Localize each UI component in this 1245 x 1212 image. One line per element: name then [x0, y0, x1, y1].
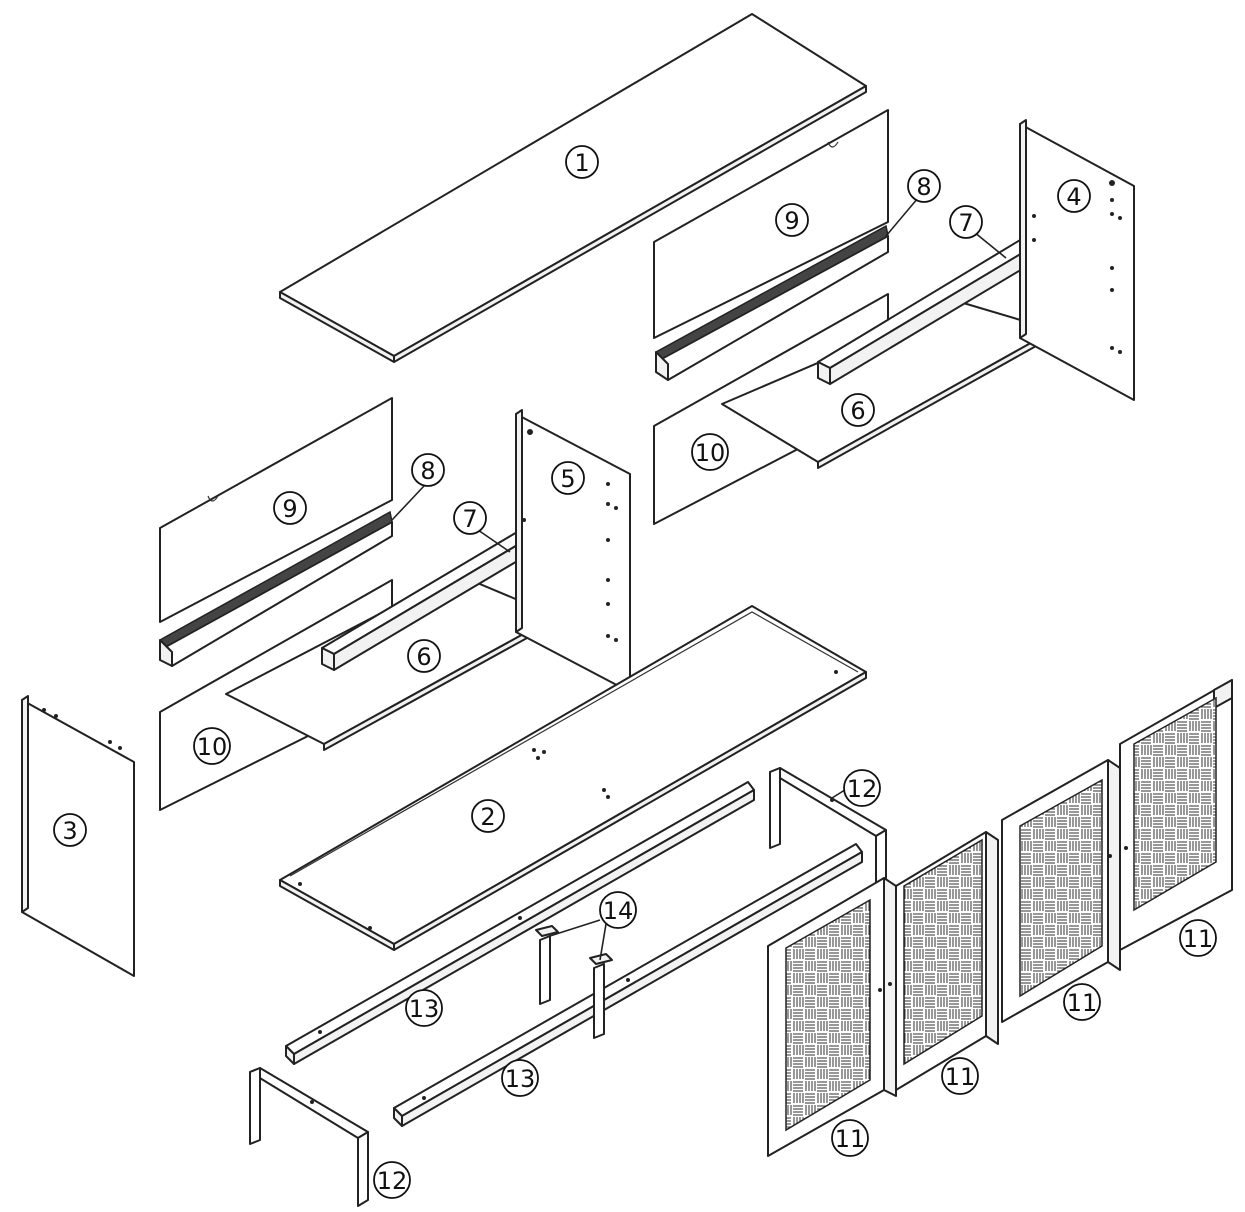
svg-text:4: 4 — [1066, 183, 1081, 211]
callout-part-12-lower: 12 — [373, 1161, 411, 1199]
part-13-rail-upper — [285, 781, 755, 1065]
svg-text:5: 5 — [560, 465, 575, 493]
svg-text:3: 3 — [62, 817, 77, 845]
callout-part-11-c: 11 — [941, 1057, 979, 1095]
callout-part-5: 5 — [551, 461, 585, 495]
callout-part-12-upper: 12 — [843, 769, 881, 807]
svg-text:13: 13 — [409, 995, 440, 1023]
callout-part-9-left: 9 — [273, 491, 307, 525]
svg-text:13: 13 — [505, 1065, 536, 1093]
svg-text:2: 2 — [480, 803, 495, 831]
callout-part-14: 14 — [599, 891, 637, 929]
callout-part-6-right: 6 — [841, 393, 875, 427]
callout-part-13-upper: 13 — [405, 989, 443, 1027]
callout-part-1: 1 — [565, 145, 599, 179]
part-12-leg-frame-lower — [249, 1067, 369, 1207]
part-8-rail-left — [159, 510, 393, 667]
callout-part-2: 2 — [471, 799, 505, 833]
svg-text:12: 12 — [847, 775, 878, 803]
callout-part-7-right: 7 — [949, 205, 983, 239]
callout-part-7-left: 7 — [453, 501, 487, 535]
svg-text:9: 9 — [784, 207, 799, 235]
part-5-divider-panel — [515, 409, 631, 693]
svg-text:14: 14 — [603, 897, 634, 925]
part-4-side-panel — [1019, 119, 1135, 401]
svg-text:8: 8 — [916, 173, 931, 201]
callout-part-11-d: 11 — [831, 1119, 869, 1157]
svg-text:10: 10 — [197, 733, 228, 761]
svg-text:1: 1 — [574, 149, 589, 177]
part-13-rail-lower — [393, 843, 863, 1127]
part-11-doors — [767, 679, 1233, 1157]
svg-text:6: 6 — [416, 643, 431, 671]
svg-text:7: 7 — [958, 209, 973, 237]
callout-part-4: 4 — [1057, 179, 1091, 213]
callout-part-6-left: 6 — [407, 639, 441, 673]
callout-part-10-left: 10 — [193, 727, 231, 765]
part-9-back-panel-right — [653, 109, 889, 339]
svg-text:8: 8 — [420, 457, 435, 485]
part-1-top-board — [279, 13, 867, 363]
svg-text:10: 10 — [695, 439, 726, 467]
callout-part-13-lower: 13 — [501, 1059, 539, 1097]
svg-text:11: 11 — [945, 1063, 976, 1091]
svg-text:9: 9 — [282, 495, 297, 523]
svg-text:11: 11 — [1183, 925, 1214, 953]
svg-text:11: 11 — [835, 1125, 866, 1153]
callout-part-11-a: 11 — [1179, 919, 1217, 957]
part-2-bottom-board — [279, 605, 867, 951]
callout-part-8-left: 8 — [411, 453, 445, 487]
callout-part-3: 3 — [53, 813, 87, 847]
callout-part-9-right: 9 — [775, 203, 809, 237]
callout-part-8-right: 8 — [907, 169, 941, 203]
leader-lines — [391, 197, 1007, 961]
part-12-leg-frame-upper — [769, 767, 887, 913]
svg-text:12: 12 — [377, 1167, 408, 1195]
svg-text:6: 6 — [850, 397, 865, 425]
svg-text:7: 7 — [462, 505, 477, 533]
svg-text:11: 11 — [1067, 989, 1098, 1017]
part-8-rail-right — [655, 224, 889, 381]
callout-part-11-b: 11 — [1063, 983, 1101, 1021]
callout-part-10-right: 10 — [691, 433, 729, 471]
